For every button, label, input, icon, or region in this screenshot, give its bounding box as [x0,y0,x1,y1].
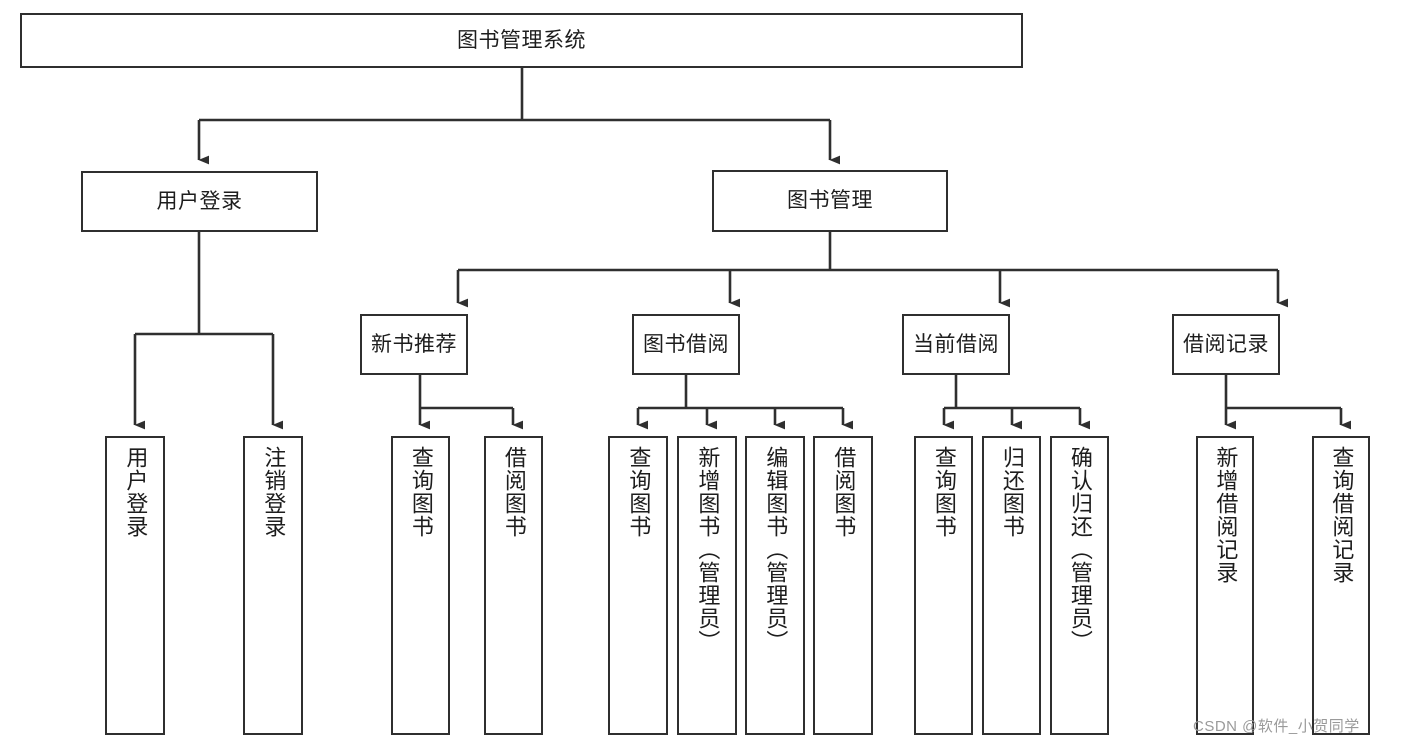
leaf-node[interactable]: 查询图书 [914,436,973,735]
leaf-node-label: 归还图书 [999,446,1025,538]
leaf-node-label: 编辑图书（管理员） [763,446,789,653]
leaf-node[interactable]: 新增图书（管理员） [677,436,737,735]
leaf-node-label: 借阅图书 [501,446,527,538]
csdn-watermark: CSDN @软件_小贺同学 [1193,718,1360,735]
node-current-borrow-label: 当前借阅 [913,332,999,356]
leaf-node[interactable]: 用户登录 [105,436,165,735]
leaf-node[interactable]: 确认归还（管理员） [1050,436,1109,735]
leaf-node[interactable]: 注销登录 [243,436,303,735]
leaf-node-label: 查询图书 [626,446,652,538]
node-book-borrow-label: 图书借阅 [643,332,729,356]
node-user-login-label: 用户登录 [156,189,243,213]
leaf-node[interactable]: 查询图书 [391,436,450,735]
node-current-borrow[interactable]: 当前借阅 [902,314,1010,375]
node-borrow-records[interactable]: 借阅记录 [1172,314,1280,375]
node-user-login[interactable]: 用户登录 [81,171,318,232]
node-root-label: 图书管理系统 [457,28,586,52]
leaf-node[interactable]: 归还图书 [982,436,1041,735]
leaf-node-label: 查询图书 [931,446,957,538]
node-new-book-recommend[interactable]: 新书推荐 [360,314,468,375]
leaf-node-label: 借阅图书 [831,446,857,538]
leaf-node[interactable]: 查询图书 [608,436,668,735]
leaf-node[interactable]: 借阅图书 [813,436,873,735]
leaf-node-label: 确认归还（管理员） [1067,446,1093,653]
leaf-node-label: 用户登录 [123,446,149,538]
leaf-node-label: 新增借阅记录 [1213,446,1239,584]
node-new-book-recommend-label: 新书推荐 [371,332,457,356]
node-borrow-records-label: 借阅记录 [1183,332,1269,356]
leaf-node[interactable]: 查询借阅记录 [1312,436,1370,735]
node-book-management[interactable]: 图书管理 [712,170,948,232]
leaf-node[interactable]: 新增借阅记录 [1196,436,1254,735]
leaf-node-label: 查询图书 [408,446,434,538]
leaf-node-label: 新增图书（管理员） [695,446,721,653]
node-root[interactable]: 图书管理系统 [20,13,1023,68]
leaf-node[interactable]: 编辑图书（管理员） [745,436,805,735]
node-book-borrow[interactable]: 图书借阅 [632,314,740,375]
node-book-management-label: 图书管理 [787,189,873,213]
leaf-node-label: 注销登录 [261,446,287,538]
leaf-node[interactable]: 借阅图书 [484,436,543,735]
leaf-node-label: 查询借阅记录 [1329,446,1355,584]
